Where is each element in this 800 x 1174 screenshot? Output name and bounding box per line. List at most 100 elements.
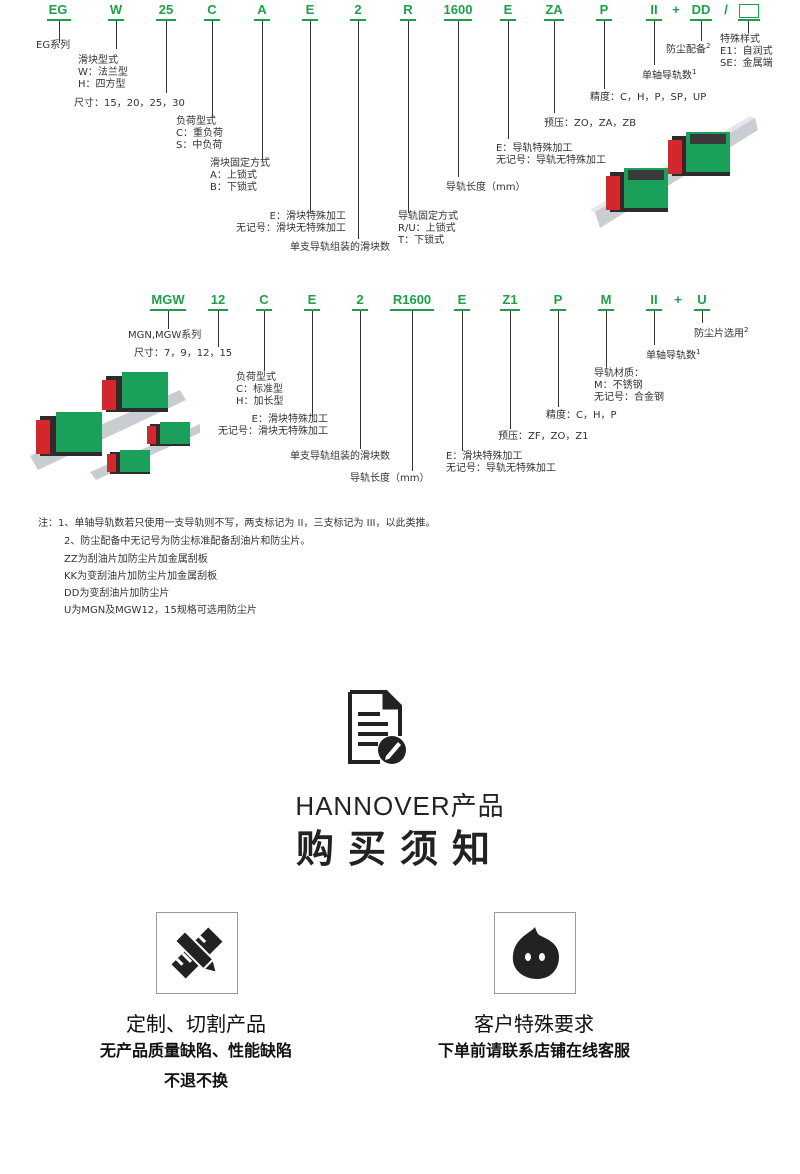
- leader-line: [554, 21, 555, 113]
- underline: [254, 19, 270, 21]
- leader-line: [508, 21, 509, 139]
- underline: [598, 309, 614, 311]
- eg-rail-count-label: 单轴导轨数1: [642, 68, 697, 82]
- leader-line: [310, 21, 311, 213]
- underline: [208, 309, 228, 311]
- underline: [302, 19, 318, 21]
- leader-line: [358, 21, 359, 239]
- underline: [204, 19, 220, 21]
- mg-code: MGW: [151, 292, 185, 307]
- underline: [304, 309, 320, 311]
- leader-line: [264, 311, 265, 371]
- eg-code: E: [503, 2, 513, 17]
- underline: [646, 19, 662, 21]
- mg-size-label: 尺寸：7，9，12，15: [134, 348, 233, 359]
- mg-preload-label: 预压：ZF，ZO，Z1: [498, 431, 589, 442]
- document-edit-icon: [348, 690, 406, 764]
- custom-cut-icon-box: [156, 912, 238, 994]
- underline: [738, 19, 760, 21]
- eg-rail-length-label: 导轨长度（mm）: [446, 182, 526, 193]
- eg-series-label: EG系列: [36, 40, 71, 51]
- custom-cut-title: 定制、切割产品: [126, 1012, 266, 1036]
- note-line: DD为变刮油片加防尘片: [64, 588, 170, 599]
- leader-line: [360, 311, 361, 449]
- note-line: 注：1、单轴导轨数若只使用一支导轨则不写，两支标记为 II，三支标记为 III，…: [38, 518, 436, 529]
- eg-special-box: [739, 4, 759, 18]
- mg-code: 12: [210, 292, 226, 307]
- eg-code: A: [257, 2, 267, 17]
- leader-line: [604, 21, 605, 89]
- mg-material-label: 导轨材质：M：不锈钢无记号：合金钢: [594, 368, 664, 403]
- eg-precision-label: 精度：C，H，P，SP，UP: [590, 92, 707, 103]
- mg-block-special-label: E：滑块特殊加工无记号：滑块无特殊加工: [218, 414, 328, 437]
- underline: [550, 309, 566, 311]
- custom-cut-text: 无产品质量缺陷、性能缺陷 不退不换: [99, 1041, 292, 1090]
- mg-code: 2: [356, 292, 364, 307]
- leader-line: [458, 21, 459, 177]
- underline: [350, 19, 366, 21]
- eg-code: EG: [48, 2, 68, 17]
- eg-code: ZA: [545, 2, 563, 17]
- leader-line: [116, 21, 117, 49]
- eg-size-label: 尺寸：15，20，25，30: [74, 98, 185, 109]
- mg-code: II: [650, 292, 658, 307]
- mg-code: C: [259, 292, 269, 307]
- leader-line: [412, 311, 413, 471]
- underline: [690, 19, 712, 21]
- mg-rail-count-label: 单轴导轨数1: [646, 348, 701, 362]
- mg-series-label: MGN,MGW系列: [128, 330, 202, 341]
- leader-line: [312, 311, 313, 417]
- leader-line: [168, 311, 169, 329]
- leader-line: [59, 21, 60, 43]
- eg-code: 2: [354, 2, 362, 17]
- eg-block-special-label: E：滑块特殊加工无记号：滑块无特殊加工: [236, 211, 346, 234]
- mg-dust-label: 防尘片选用2: [694, 326, 749, 340]
- purchase-title-en: HANNOVER产品: [295, 791, 505, 821]
- mg-code: E: [307, 292, 317, 307]
- mg-precision-label: 精度：C，H，P: [546, 410, 617, 421]
- eg-rail-special-label: E：导轨特殊加工无记号：导轨无特殊加工: [496, 143, 606, 166]
- eg-code: 1600: [443, 2, 473, 17]
- underline: [256, 309, 272, 311]
- leader-line: [748, 21, 749, 33]
- leader-line: [701, 21, 702, 41]
- eg-guide-rail-image: [590, 116, 758, 228]
- underline: [694, 309, 710, 311]
- leader-line: [408, 21, 409, 213]
- underline: [156, 19, 176, 21]
- mg-block-count-label: 单支导轨组装的滑块数: [290, 451, 390, 462]
- eg-preload-label: 预压：ZO，ZA，ZB: [544, 118, 637, 129]
- leader-line: [558, 311, 559, 407]
- leader-line: [166, 21, 167, 93]
- underline: [596, 19, 612, 21]
- leader-line: [510, 311, 511, 429]
- eg-block-count-label: 单支导轨组装的滑块数: [290, 242, 390, 253]
- underline: [444, 19, 472, 21]
- note-line: 2、防尘配备中无记号为防尘标准配备刮油片和防尘片。: [64, 536, 311, 547]
- leader-line: [218, 311, 219, 347]
- eg-code: II: [650, 2, 658, 17]
- underline: [108, 19, 124, 21]
- purchase-title-cn: 购买须知: [295, 827, 504, 871]
- mg-code: Z1: [502, 292, 518, 307]
- mg-code: P: [553, 292, 563, 307]
- leader-line: [212, 21, 213, 117]
- special-request-title: 客户特殊要求: [474, 1012, 594, 1036]
- underline: [646, 309, 662, 311]
- underline: [390, 309, 434, 311]
- eg-code: P: [599, 2, 609, 17]
- underline: [454, 309, 470, 311]
- mg-guide-rail-image: [30, 372, 200, 480]
- leader-line: [606, 311, 607, 367]
- special-request-text: 下单前请联系店铺在线客服: [437, 1041, 630, 1060]
- leader-line: [654, 311, 655, 345]
- underline: [352, 309, 368, 311]
- mg-code: M: [600, 292, 612, 307]
- eg-code: /: [724, 2, 728, 17]
- leader-line: [654, 21, 655, 65]
- note-line: U为MGN及MGW12，15规格可选用防尘片: [64, 605, 257, 616]
